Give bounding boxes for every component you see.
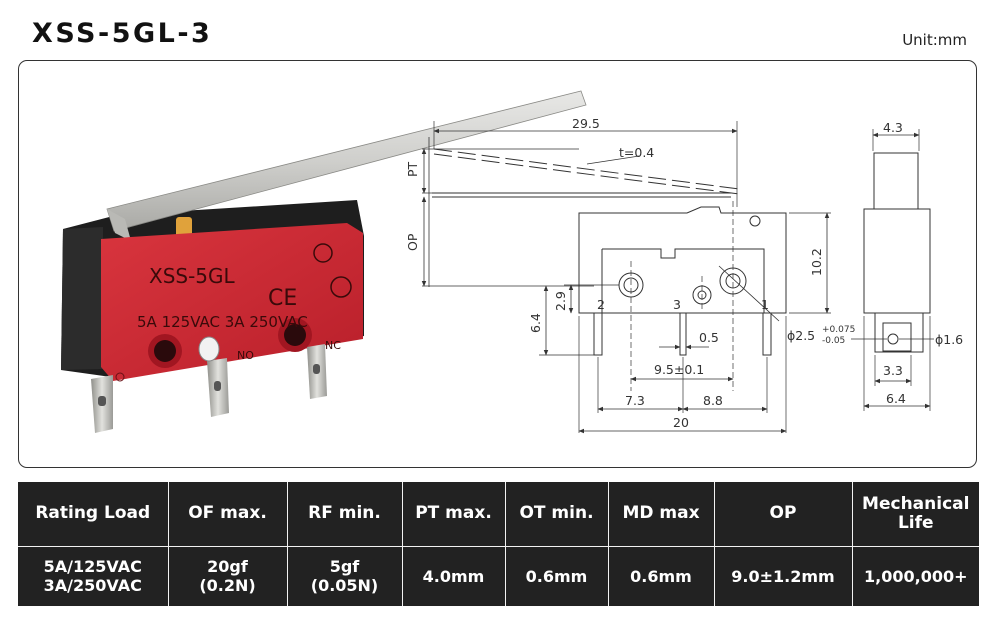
side-view-drawing <box>851 129 934 411</box>
cell-rating-load: 5A/125VAC 3A/250VAC <box>18 546 169 606</box>
side-view-labels: 4.3 ϕ1.6 3.3 6.4 <box>883 120 963 406</box>
cell-md-max: 0.6mm <box>608 546 715 606</box>
dim-side-hole: ϕ1.6 <box>935 332 963 347</box>
dim-hole-tol-minus: -0.05 <box>822 336 845 346</box>
spec-table: Rating Load OF max. RF min. PT max. OT m… <box>18 482 979 606</box>
table-header-row: Rating Load OF max. RF min. PT max. OT m… <box>18 482 979 547</box>
header-md-max: MD max <box>608 482 715 547</box>
cell-pt-max: 4.0mm <box>402 546 506 606</box>
dim-hole-diameter: ϕ2.5 <box>787 328 815 343</box>
header-rating-load: Rating Load <box>18 482 169 547</box>
technical-drawing: XSS-5GL 5A 125VAC 3A 250VAC CE NO NC <box>61 90 963 434</box>
dim-9-5: 9.5±0.1 <box>654 362 704 377</box>
dim-lever-length: 29.5 <box>572 116 600 131</box>
unit-label: Unit:mm <box>902 31 967 49</box>
front-view-labels: 29.5 t=0.4 PT OP 10.2 2.9 6.4 2 3 1 0.5 … <box>405 116 855 430</box>
cell-ot-min: 0.6mm <box>505 546 609 606</box>
pin-label-2: 2 <box>597 297 605 312</box>
dim-8-8: 8.8 <box>703 393 723 408</box>
header-ot-min: OT min. <box>505 482 609 547</box>
dim-lever-thickness: t=0.4 <box>619 145 654 160</box>
page-title: XSS-5GL-3 <box>32 18 213 49</box>
cell-of-max: 20gf (0.2N) <box>168 546 288 606</box>
header-rf-min: RF min. <box>287 482 403 547</box>
dim-side-6-4: 6.4 <box>886 391 906 406</box>
of-max-line-2: (0.2N) <box>199 576 256 596</box>
dim-6-4: 6.4 <box>528 313 543 333</box>
dim-pt: PT <box>405 161 420 177</box>
dim-hole-tol-plus: +0.075 <box>822 325 855 335</box>
product-photo: XSS-5GL 5A 125VAC 3A 250VAC CE NO NC <box>61 90 587 433</box>
front-view-drawing <box>421 121 831 434</box>
ce-mark: CE <box>268 286 297 311</box>
rating-load-line-1: 5A/125VAC <box>43 557 142 577</box>
rf-min-line-1: 5gf <box>329 557 360 577</box>
certification-mark-icon <box>330 276 352 298</box>
dim-side-3-3: 3.3 <box>883 363 903 378</box>
header-of-max: OF max. <box>168 482 288 547</box>
cell-rf-min: 5gf (0.05N) <box>287 546 403 606</box>
dim-0-5: 0.5 <box>699 330 719 345</box>
cell-mechanical-life: 1,000,000+ <box>852 546 979 606</box>
drawing-panel: XSS-5GL 5A 125VAC 3A 250VAC CE NO NC <box>18 60 977 468</box>
cell-op: 9.0±1.2mm <box>714 546 853 606</box>
dim-20: 20 <box>673 415 689 430</box>
terminal-label-no: NO <box>237 349 254 362</box>
header-pt-max: PT max. <box>402 482 506 547</box>
dim-body-height: 10.2 <box>809 248 824 276</box>
dim-op: OP <box>405 233 420 251</box>
header-mechanical-life: Mechanical Life <box>852 482 979 547</box>
product-model-text: XSS-5GL <box>149 264 236 288</box>
of-max-line-1: 20gf <box>207 557 248 577</box>
table-row: 5A/125VAC 3A/250VAC 20gf (0.2N) 5gf (0.0… <box>18 546 979 606</box>
header-op: OP <box>714 482 853 547</box>
pin-label-3: 3 <box>673 297 681 312</box>
rf-min-line-2: (0.05N) <box>310 576 379 596</box>
product-rating-text: 5A 125VAC 3A 250VAC <box>137 313 308 331</box>
terminal-label-nc: NC <box>325 339 341 352</box>
dim-7-3: 7.3 <box>625 393 645 408</box>
pin-label-1: 1 <box>761 297 769 312</box>
rating-load-line-2: 3A/250VAC <box>43 576 142 596</box>
dim-2-9: 2.9 <box>553 291 568 311</box>
ccc-mark-icon <box>313 243 333 263</box>
dim-side-width: 4.3 <box>883 120 903 135</box>
